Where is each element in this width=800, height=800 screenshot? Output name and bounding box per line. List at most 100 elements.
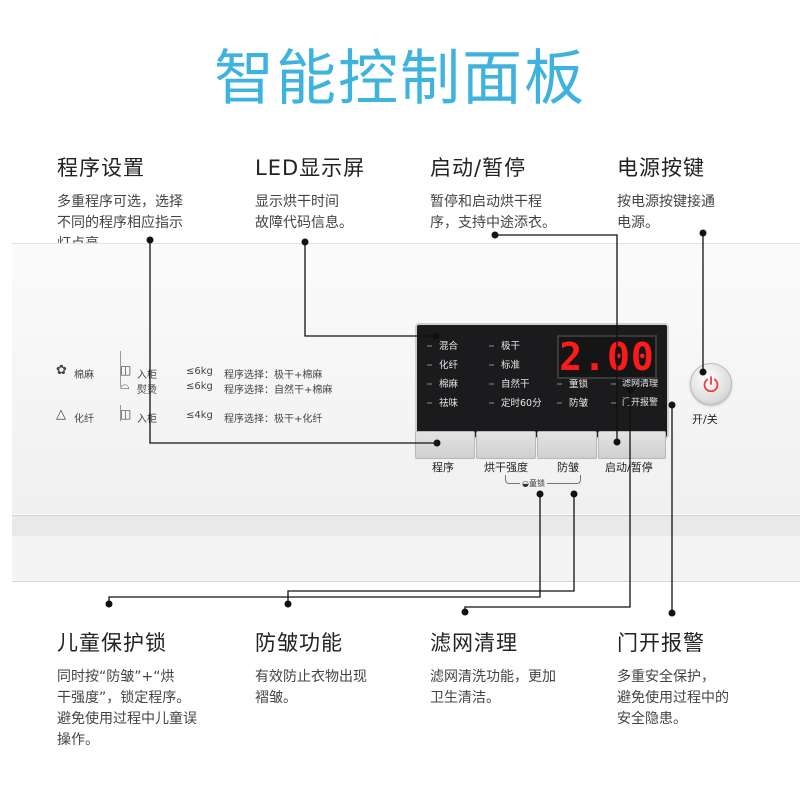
start-pause-button-label: 启动/暂停 <box>605 461 653 474</box>
indicator-led <box>557 402 562 404</box>
callout-childlock-line-1: 同时按“防皱”+“烘 <box>57 669 175 685</box>
leader-dot <box>570 490 578 498</box>
callout-start-desc: 暂停和启动烘干程 序，支持中途添衣。 <box>430 192 610 234</box>
callout-antiwrinkle-title: 防皱功能 <box>255 631 343 655</box>
callout-childlock-line-2: 干强度”，锁定程序。 <box>57 690 191 706</box>
power-icon <box>703 376 719 393</box>
program-button[interactable] <box>415 431 475 459</box>
callout-power-desc: 按电源按键接通 电源。 <box>617 192 797 234</box>
weight-label: ≤6kg <box>186 381 213 392</box>
weight-label: ≤4kg <box>186 410 213 421</box>
indicator-led <box>489 364 494 366</box>
leader-dot <box>699 368 707 376</box>
callout-program-line-1: 多重程序可选，选择 <box>57 194 183 210</box>
leader-dot <box>491 231 499 239</box>
dry-natural: 自然干 <box>501 379 530 390</box>
anti-wrinkle-button-label: 防皱 <box>557 461 579 474</box>
mode-label: 入柜 <box>137 370 157 381</box>
indicator-led <box>611 383 616 385</box>
callout-start: 启动/暂停 暂停和启动烘干程 序，支持中途添衣。 <box>430 152 610 234</box>
wardrobe-icon: ◫ <box>120 407 132 421</box>
indicator-led <box>557 383 562 385</box>
door-open-indicator: 门开报警 <box>622 398 659 408</box>
filter-clean-indicator: 滤网清理 <box>622 379 659 389</box>
indicator-led <box>489 345 494 347</box>
leader-dot <box>146 236 154 244</box>
leader-dot <box>432 332 440 340</box>
dryer-control-panel: ✿ 棉麻 ◫ 入柜 ≤6kg 程序选择：极干+棉麻 ⌓ 熨烫 ≤6kg 程序选择… <box>12 243 800 583</box>
callout-childlock-line-4: 操作。 <box>57 732 99 748</box>
callout-power: 电源按键 按电源按键接通 电源。 <box>617 152 797 234</box>
dry-strength-button[interactable] <box>476 431 536 459</box>
callout-start-line-2: 序，支持中途添衣。 <box>430 215 556 231</box>
fabric-label: 化纤 <box>74 414 94 425</box>
callout-start-line-1: 暂停和启动烘干程 <box>430 194 542 210</box>
table-divider <box>120 405 121 421</box>
callout-door-line-3: 安全隐患。 <box>617 711 687 727</box>
indicator-led <box>489 402 494 404</box>
indicator-led <box>489 383 494 385</box>
dry-strength-button-label: 烘干强度 <box>484 461 528 474</box>
callout-door-line-1: 多重安全保护， <box>617 669 715 685</box>
indicator-led <box>427 364 432 366</box>
wardrobe-icon: ◫ <box>120 363 132 377</box>
callout-led-line-1: 显示烘干时间 <box>255 194 339 210</box>
program-choice: 程序选择：自然干+棉麻 <box>224 385 333 396</box>
cotton-icon: ✿ <box>56 363 67 378</box>
callout-childlock-desc: 同时按“防皱”+“烘 干强度”，锁定程序。 避免使用过程中儿童误 操作。 <box>57 667 247 751</box>
callout-door-line-2: 避免使用过程中的 <box>617 690 729 706</box>
callout-filter: 滤网清理 滤网清洗功能，更加 卫生清洁。 <box>430 627 610 709</box>
callout-program-title: 程序设置 <box>57 156 145 180</box>
program-button-label: 程序 <box>432 461 454 474</box>
program-mixed: 混合 <box>439 341 459 352</box>
weight-label: ≤6kg <box>186 366 213 377</box>
callout-filter-desc: 滤网清洗功能，更加 卫生清洁。 <box>430 667 610 709</box>
table-divider <box>120 351 121 387</box>
program-synthetic: 化纤 <box>439 360 459 371</box>
led-display: 混合 化纤 棉麻 祛味 极干 标准 自然干 定时60分 童锁 防皱 滤网清理 门… <box>415 323 669 439</box>
timer-60: 定时60分 <box>501 398 542 409</box>
leader-start <box>495 234 618 442</box>
callout-power-line-1: 按电源按键接通 <box>617 194 715 210</box>
program-deodorize: 祛味 <box>439 398 459 409</box>
callout-antiwrinkle-desc: 有效防止衣物出现 褶皱。 <box>255 667 435 709</box>
program-choice: 程序选择：极干+化纤 <box>224 414 323 425</box>
callout-filter-line-2: 卫生清洁。 <box>430 690 500 706</box>
callout-program-line-2: 不同的程序相应指示 <box>57 215 183 231</box>
callout-program-desc: 多重程序可选，选择 不同的程序相应指示 灯点亮。 <box>57 192 237 255</box>
anti-wrinkle-button[interactable] <box>537 431 597 459</box>
synthetic-icon: △ <box>56 407 66 422</box>
leader-dot <box>668 401 676 409</box>
power-button[interactable] <box>690 363 732 405</box>
program-cotton: 棉麻 <box>439 379 459 390</box>
indicator-led <box>427 345 432 347</box>
panel-base <box>12 536 800 582</box>
leader-childlock <box>108 494 541 604</box>
dry-standard: 标准 <box>501 360 521 371</box>
callout-childlock-title: 儿童保护锁 <box>57 631 167 655</box>
fabric-label: 棉麻 <box>74 370 94 381</box>
leader-filter <box>464 390 631 612</box>
leader-dot <box>699 229 707 237</box>
callout-filter-line-1: 滤网清洗功能，更加 <box>430 669 556 685</box>
anti-wrinkle-indicator: 防皱 <box>569 398 589 409</box>
indicator-led <box>427 402 432 404</box>
callout-childlock-line-3: 避免使用过程中儿童误 <box>57 711 197 727</box>
callout-antiwrinkle-line-1: 有效防止衣物出现 <box>255 669 367 685</box>
callout-start-title: 启动/暂停 <box>430 156 527 180</box>
leader-dot <box>284 600 292 608</box>
start-pause-button[interactable] <box>598 431 666 459</box>
callout-led-desc: 显示烘干时间 故障代码信息。 <box>255 192 435 234</box>
callout-power-line-2: 电源。 <box>617 215 659 231</box>
leader-dot <box>626 386 634 394</box>
callout-childlock: 儿童保护锁 同时按“防皱”+“烘 干强度”，锁定程序。 避免使用过程中儿童误 操… <box>57 627 247 751</box>
indicator-led <box>427 383 432 385</box>
callout-antiwrinkle: 防皱功能 有效防止衣物出现 褶皱。 <box>255 627 435 709</box>
lock-icon: ◒ <box>522 479 529 488</box>
leader-dot <box>461 608 469 616</box>
power-button-label: 开/关 <box>692 413 718 426</box>
child-lock-indicator: 童锁 <box>569 379 589 390</box>
leader-dot <box>536 490 544 498</box>
callout-led-line-2: 故障代码信息。 <box>255 215 353 231</box>
leader-dot <box>613 438 621 446</box>
